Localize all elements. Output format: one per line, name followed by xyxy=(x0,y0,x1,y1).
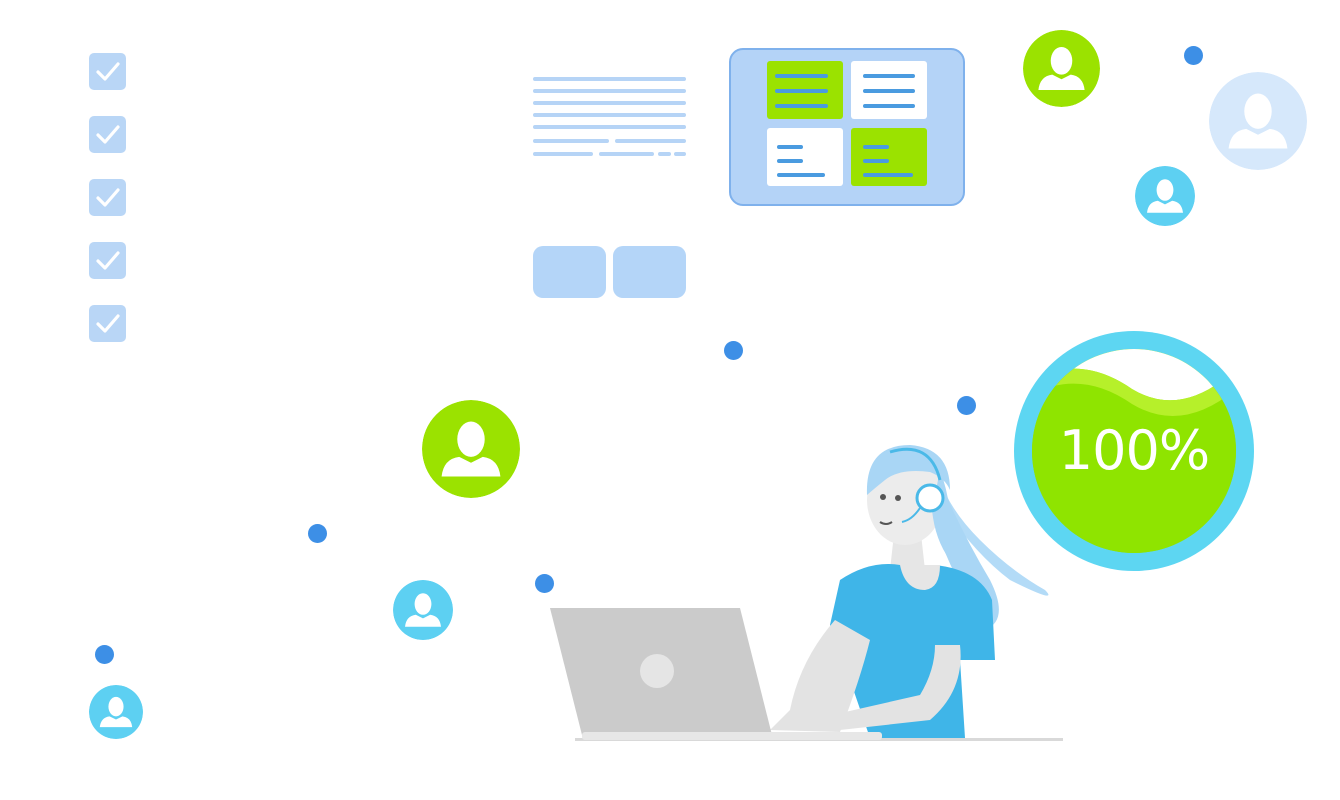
user-avatar-icon[interactable] xyxy=(1023,30,1100,107)
text-line xyxy=(674,152,686,156)
checkbox-checked-icon[interactable] xyxy=(89,179,126,216)
checklist xyxy=(89,53,126,343)
text-line xyxy=(533,125,686,129)
decorative-dot xyxy=(724,341,743,360)
user-avatar-icon[interactable] xyxy=(1209,72,1307,170)
user-avatar-icon[interactable] xyxy=(89,685,143,739)
text-line xyxy=(599,152,654,156)
text-line xyxy=(533,77,686,81)
text-lines-placeholder xyxy=(533,77,686,159)
text-line xyxy=(533,139,609,143)
checkbox-checked-icon[interactable] xyxy=(89,305,126,342)
checkbox-checked-icon[interactable] xyxy=(89,116,126,153)
text-line xyxy=(533,113,686,117)
decorative-dot xyxy=(1184,46,1203,65)
user-avatar-icon[interactable] xyxy=(393,580,453,640)
text-line xyxy=(533,101,686,105)
progress-value: 100% xyxy=(1058,419,1210,482)
dashboard-tile[interactable] xyxy=(851,128,927,186)
progress-fill xyxy=(1032,349,1236,553)
checkbox-checked-icon[interactable] xyxy=(89,242,126,279)
user-avatar-icon[interactable] xyxy=(422,400,520,498)
dashboard-tile[interactable] xyxy=(767,61,843,119)
progress-badge: 100% xyxy=(1014,331,1254,571)
dashboard-card xyxy=(729,48,965,206)
support-agent-illustration xyxy=(540,430,1070,750)
decorative-dot xyxy=(535,574,554,593)
decorative-dot xyxy=(957,396,976,415)
text-line xyxy=(615,139,686,143)
text-line xyxy=(533,152,593,156)
user-avatar-icon[interactable] xyxy=(1135,166,1195,226)
placeholder-button-left[interactable] xyxy=(533,246,606,298)
checkbox-checked-icon[interactable] xyxy=(89,53,126,90)
dashboard-tile[interactable] xyxy=(851,61,927,119)
text-line xyxy=(533,89,686,93)
decorative-dot xyxy=(95,645,114,664)
dashboard-tile[interactable] xyxy=(767,128,843,186)
decorative-dot xyxy=(308,524,327,543)
placeholder-button-right[interactable] xyxy=(613,246,686,298)
text-line xyxy=(658,152,671,156)
